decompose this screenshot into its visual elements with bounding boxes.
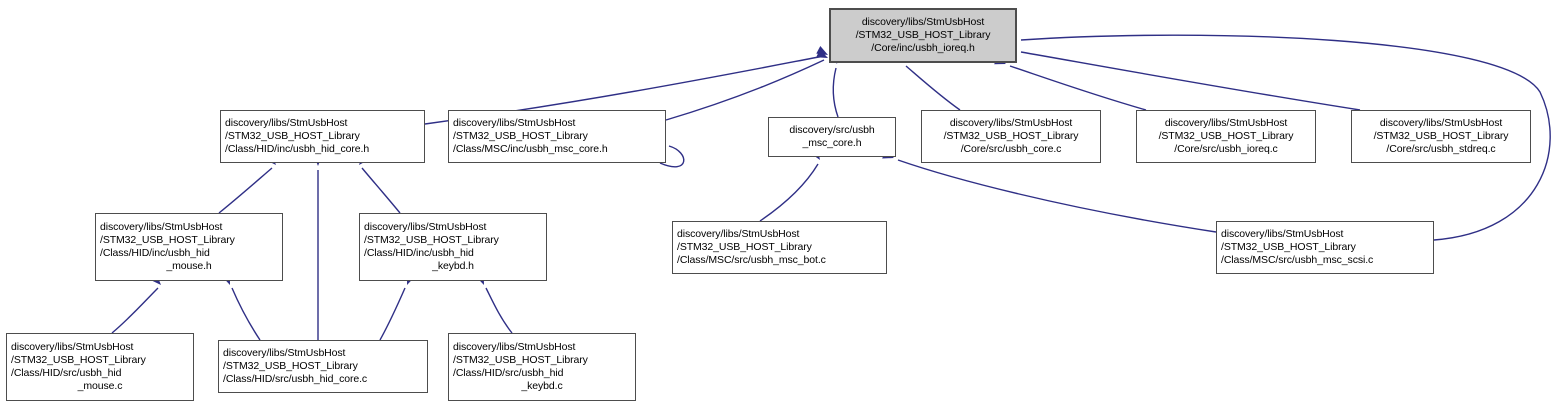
graph-edge-arrowhead: [816, 46, 828, 55]
node-label-line: _mouse.c: [77, 380, 123, 393]
node-label-line: /STM32_USB_HOST_Library: [1158, 129, 1294, 142]
graph-edge: [897, 159, 1217, 233]
node-label-line: /STM32_USB_HOST_Library: [225, 129, 360, 142]
graph-node-usbh-hid-keybd-h[interactable]: discovery/libs/StmUsbHost/STM32_USB_HOST…: [359, 213, 547, 281]
graph-node-usbh-msc-bot-c[interactable]: discovery/libs/StmUsbHost/STM32_USB_HOST…: [672, 221, 887, 274]
node-label-line: /Core/src/usbh_ioreq.c: [1174, 143, 1278, 156]
graph-edge: [379, 287, 406, 341]
node-label-line: /Core/src/usbh_core.c: [960, 143, 1062, 156]
node-label-line: discovery/libs/StmUsbHost: [225, 116, 348, 129]
node-label-line: discovery/libs/StmUsbHost: [949, 116, 1073, 129]
node-label-line: /Core/src/usbh_stdreq.c: [1386, 143, 1496, 156]
graph-node-usbh-stdreq-c[interactable]: discovery/libs/StmUsbHost/STM32_USB_HOST…: [1351, 110, 1531, 163]
graph-edge: [1020, 51, 1361, 111]
graph-node-usbh-core-c[interactable]: discovery/libs/StmUsbHost/STM32_USB_HOST…: [921, 110, 1101, 163]
node-label-line: /Class/HID/inc/usbh_hid: [364, 247, 474, 259]
node-label-line: discovery/libs/StmUsbHost: [453, 116, 576, 129]
node-label-line: discovery/libs/StmUsbHost: [677, 227, 800, 240]
graph-node-usbh-hid-core-c[interactable]: discovery/libs/StmUsbHost/STM32_USB_HOST…: [218, 340, 428, 393]
graph-node-usbh-hid-mouse-c[interactable]: discovery/libs/StmUsbHost/STM32_USB_HOST…: [6, 333, 194, 401]
graph-edge: [361, 167, 401, 214]
node-label-line: /Class/MSC/src/usbh_msc_scsi.c: [1221, 254, 1374, 267]
node-label-line: /STM32_USB_HOST_Library: [364, 233, 499, 246]
node-label-line: _keybd.h: [432, 260, 474, 273]
node-label-line: /Class/HID/inc/usbh_hid: [100, 247, 210, 259]
node-label-line: discovery/libs/StmUsbHost: [100, 220, 223, 233]
graph-node-usbh-hid-core-h[interactable]: discovery/libs/StmUsbHost/STM32_USB_HOST…: [220, 110, 425, 163]
graph-edge: [759, 163, 819, 222]
node-label-line: discovery/libs/StmUsbHost: [223, 346, 346, 359]
graph-edge: [832, 67, 839, 118]
node-label-line: discovery/libs/StmUsbHost: [453, 340, 576, 353]
node-label-line: /Class/HID/src/usbh_hid: [11, 367, 122, 379]
node-label-line: /STM32_USB_HOST_Library: [1221, 240, 1356, 253]
node-label-line: discovery/libs/StmUsbHost: [364, 220, 487, 233]
node-label-line: _keybd.c: [521, 380, 563, 393]
node-label-line: /Class/HID/src/usbh_hid: [453, 367, 564, 379]
node-label-line: /STM32_USB_HOST_Library: [100, 233, 235, 246]
graph-edge: [1009, 65, 1147, 111]
node-label-line: discovery/libs/StmUsbHost: [1221, 227, 1344, 240]
graph-node-usbh-hid-keybd-c[interactable]: discovery/libs/StmUsbHost/STM32_USB_HOST…: [448, 333, 636, 401]
graph-edge: [218, 167, 273, 214]
node-label-line: /STM32_USB_HOST_Library: [223, 359, 358, 372]
graph-edge: [111, 287, 159, 334]
node-label-line: /Core/inc/usbh_ioreq.h: [871, 42, 975, 55]
graph-node-usbh-msc-core-h[interactable]: discovery/libs/StmUsbHost/STM32_USB_HOST…: [448, 110, 666, 163]
node-label-line: discovery/libs/StmUsbHost: [861, 15, 985, 28]
node-label-line: /STM32_USB_HOST_Library: [855, 28, 991, 41]
node-label-line: discovery/src/usbh: [789, 123, 875, 136]
graph-edge: [485, 287, 513, 334]
graph-node-usbh-hid-mouse-h[interactable]: discovery/libs/StmUsbHost/STM32_USB_HOST…: [95, 213, 283, 281]
graph-edge: [905, 65, 961, 111]
node-label-line: /STM32_USB_HOST_Library: [453, 353, 588, 366]
node-label-line: /Class/HID/src/usbh_hid_core.c: [223, 373, 368, 386]
node-label-line: /Class/HID/inc/usbh_hid_core.h: [225, 143, 370, 156]
node-label-line: /Class/MSC/src/usbh_msc_bot.c: [677, 254, 826, 267]
node-label-line: discovery/libs/StmUsbHost: [11, 340, 134, 353]
node-label-line: discovery/libs/StmUsbHost: [1164, 116, 1288, 129]
graph-edge: [231, 287, 261, 341]
graph-edge-arrowhead: [816, 49, 828, 58]
node-label-line: /STM32_USB_HOST_Library: [943, 129, 1079, 142]
graph-node-discovery-src-usbh-msc-core-h[interactable]: discovery/src/usbh_msc_core.h: [768, 117, 896, 157]
graph-node-usbh-ioreq-h[interactable]: discovery/libs/StmUsbHost/STM32_USB_HOST…: [829, 8, 1017, 63]
graph-edge: [665, 59, 825, 121]
node-label-line: /STM32_USB_HOST_Library: [453, 129, 588, 142]
node-label-line: /STM32_USB_HOST_Library: [1373, 129, 1509, 142]
node-label-line: _msc_core.h: [802, 137, 862, 149]
node-label-line: /STM32_USB_HOST_Library: [11, 353, 146, 366]
graph-node-usbh-msc-scsi-c[interactable]: discovery/libs/StmUsbHost/STM32_USB_HOST…: [1216, 221, 1434, 274]
node-label-line: discovery/libs/StmUsbHost: [1379, 116, 1503, 129]
graph-node-usbh-ioreq-c[interactable]: discovery/libs/StmUsbHost/STM32_USB_HOST…: [1136, 110, 1316, 163]
node-label-line: /STM32_USB_HOST_Library: [677, 240, 812, 253]
node-label-line: /Class/MSC/inc/usbh_msc_core.h: [453, 143, 608, 156]
node-label-line: _mouse.h: [166, 260, 212, 273]
